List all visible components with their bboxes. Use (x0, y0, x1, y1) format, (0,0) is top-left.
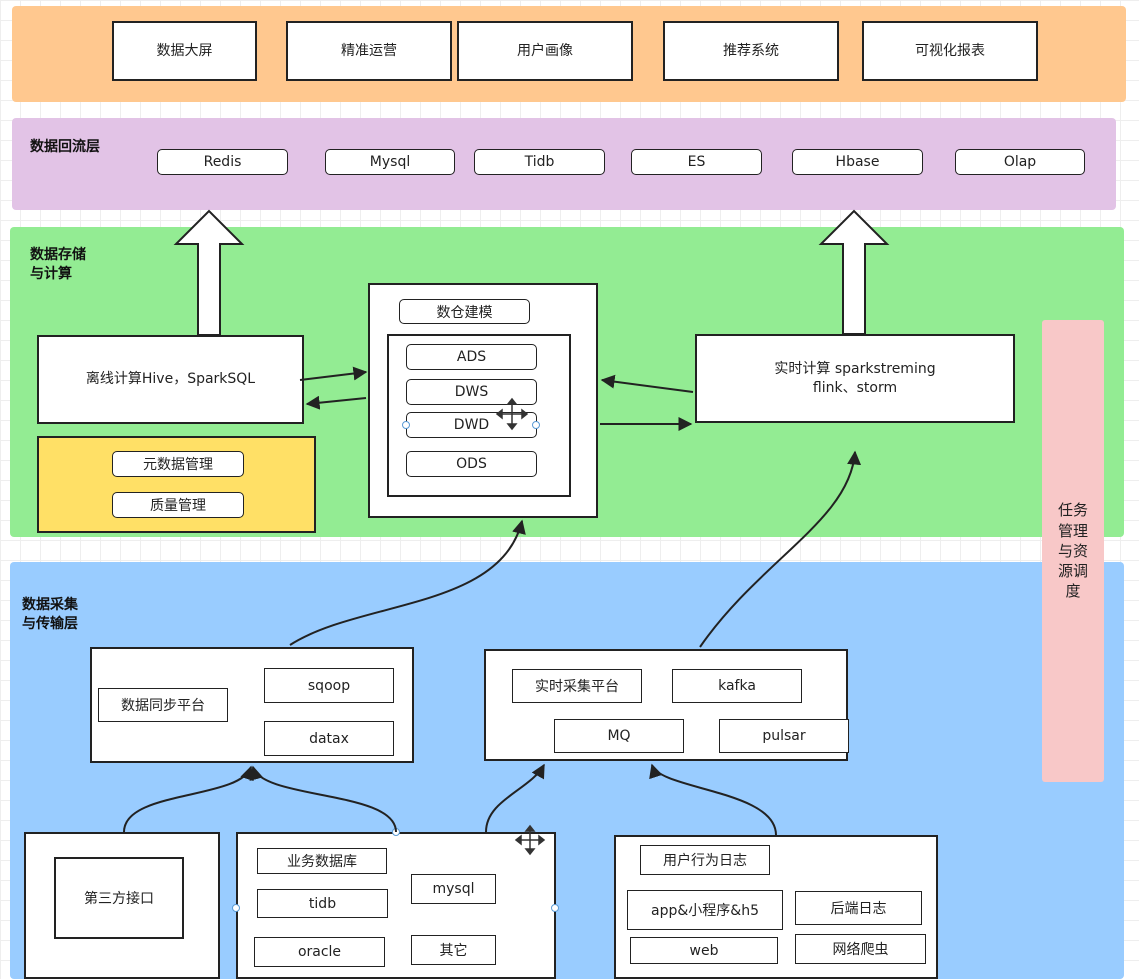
tool-sqoop: sqoop (264, 668, 394, 703)
offline-compute-box: 离线计算Hive，SparkSQL (37, 335, 304, 424)
selection-handle[interactable] (551, 904, 559, 912)
warehouse-level-ods: ODS (406, 451, 537, 477)
app-label: 精准运营 (341, 42, 397, 59)
warehouse-level-dwd[interactable]: DWD (406, 412, 537, 438)
reflow-olap: Olap (955, 149, 1085, 175)
business-db-oracle: oracle (254, 937, 385, 967)
metadata-management: 元数据管理 (112, 451, 244, 477)
quality-management: 质量管理 (112, 492, 244, 518)
business-db-title: 业务数据库 (257, 848, 387, 874)
log-web: web (630, 937, 778, 964)
reflow-es: ES (631, 149, 762, 175)
realtime-ingest-platform-title: 实时采集平台 (512, 669, 642, 703)
app-user-profile: 用户画像 (457, 21, 633, 81)
user-behavior-log-title: 用户行为日志 (640, 845, 770, 875)
realtime-compute-label: 实时计算 sparkstreming flink、storm (774, 360, 936, 396)
tool-mq: MQ (554, 719, 684, 753)
reflow-layer-label: 数据回流层 (30, 139, 100, 155)
offline-compute-label: 离线计算Hive，SparkSQL (85, 371, 256, 388)
task-scheduler-bar: 任务 管理 与资 源调 度 (1042, 320, 1104, 782)
business-db-other: 其它 (411, 935, 496, 965)
app-precision-ops: 精准运营 (286, 21, 452, 81)
business-db-tidb: tidb (257, 889, 388, 918)
reflow-tidb: Tidb (474, 149, 605, 175)
app-label: 推荐系统 (723, 42, 779, 59)
warehouse-level-ads: ADS (406, 344, 537, 370)
warehouse-modeling-title: 数仓建模 (399, 299, 530, 324)
app-label: 数据大屏 (156, 42, 213, 59)
selection-handle[interactable] (232, 904, 240, 912)
app-recommendation: 推荐系统 (663, 21, 839, 81)
reflow-hbase: Hbase (792, 149, 923, 175)
storage-layer-label: 数据存储 与计算 (30, 247, 86, 282)
app-label: 用户画像 (517, 42, 573, 59)
tool-kafka: kafka (672, 669, 802, 703)
tool-pulsar: pulsar (719, 719, 849, 753)
app-visual-report: 可视化报表 (862, 21, 1038, 81)
task-scheduler-label: 任务 管理 与资 源调 度 (1057, 501, 1088, 601)
selection-handle[interactable] (392, 828, 400, 836)
app-data-screen: 数据大屏 (112, 21, 257, 81)
selection-handle[interactable] (532, 421, 540, 429)
log-backend: 后端日志 (795, 891, 922, 925)
business-db-mysql: mysql (411, 874, 496, 904)
selection-handle[interactable] (402, 421, 410, 429)
reflow-redis: Redis (157, 149, 288, 175)
app-label: 可视化报表 (915, 42, 985, 59)
log-app-miniprogram-h5: app&小程序&h5 (627, 890, 783, 930)
log-web-crawler: 网络爬虫 (795, 934, 926, 964)
realtime-compute-box: 实时计算 sparkstreming flink、storm (695, 334, 1015, 423)
ingest-layer-label: 数据采集 与传输层 (22, 597, 78, 632)
third-party-api: 第三方接口 (54, 857, 184, 939)
warehouse-level-dws: DWS (406, 379, 537, 405)
tool-datax: datax (264, 721, 394, 756)
reflow-mysql: Mysql (325, 149, 455, 175)
data-sync-platform-title: 数据同步平台 (98, 688, 228, 722)
